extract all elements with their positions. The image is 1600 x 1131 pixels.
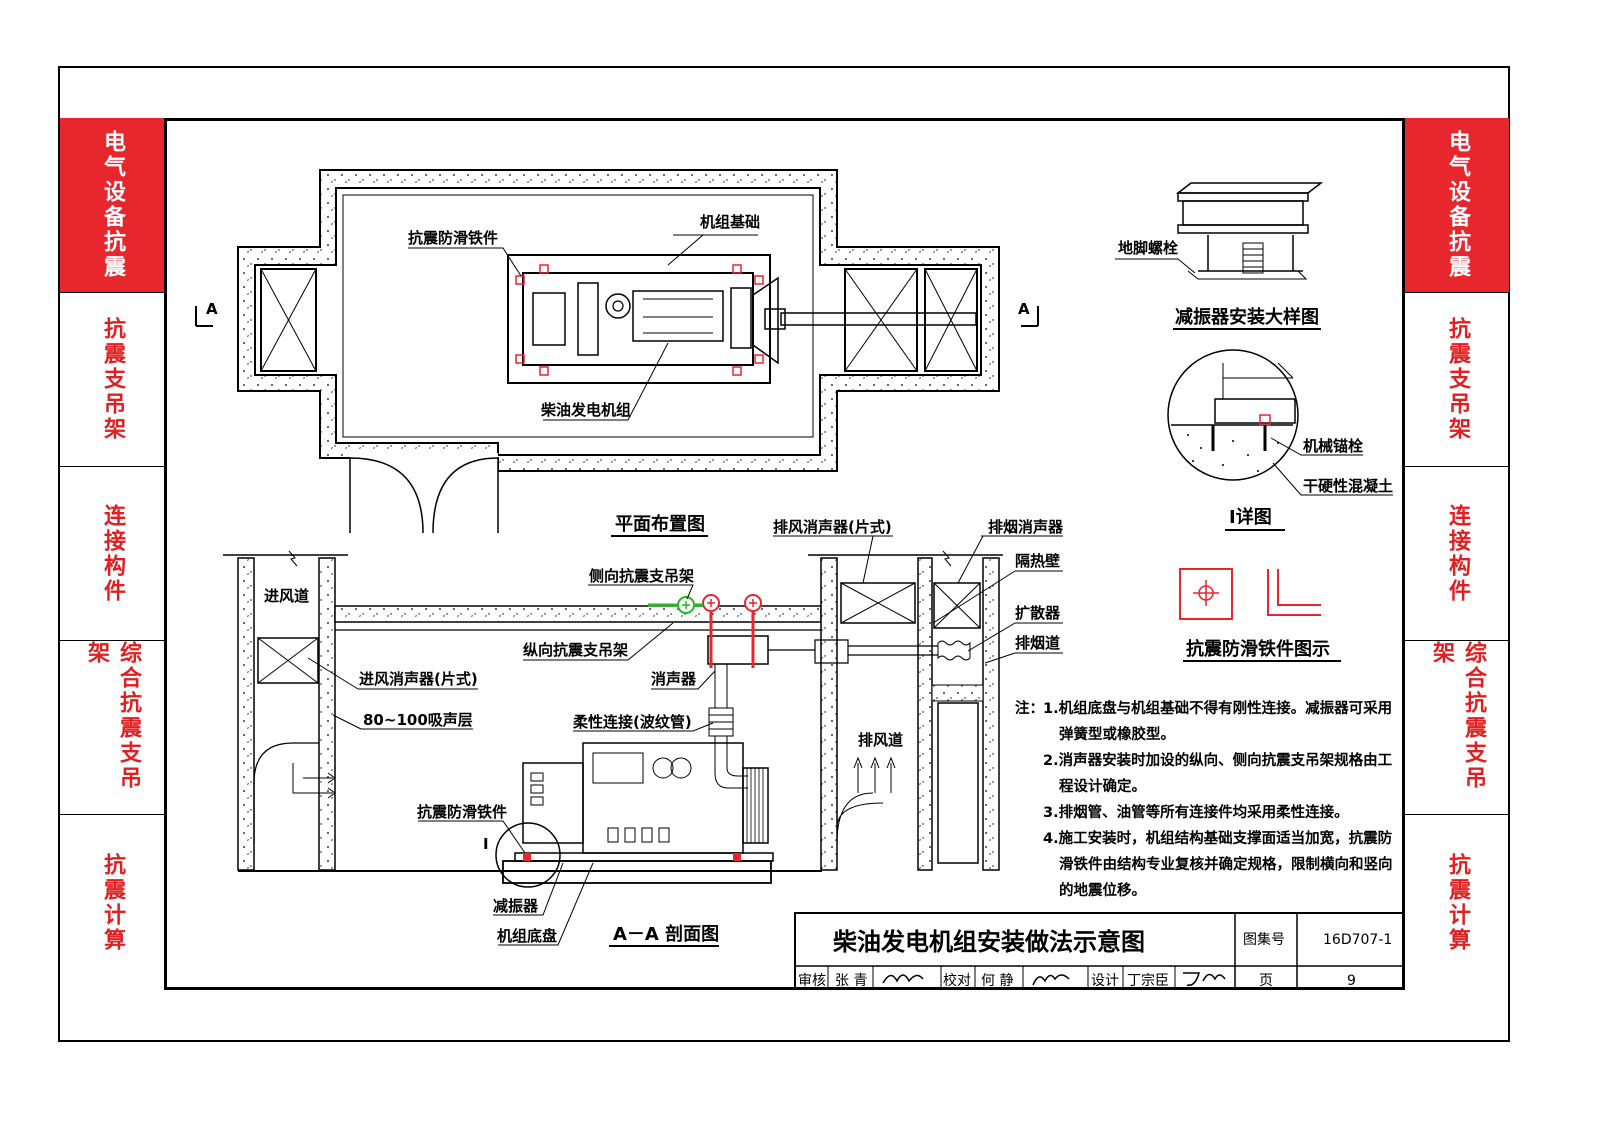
- label-longitudinal-brace: 纵向抗震支吊架: [523, 641, 628, 659]
- tab-connectors[interactable]: 连接构件: [1405, 467, 1509, 641]
- note-line: 弹簧型或橡胶型。: [1059, 725, 1175, 743]
- note-line: 1.机组底盘与机组基础不得有刚性连接。减振器可采用: [1043, 699, 1392, 717]
- reviewer-signature: [882, 974, 924, 984]
- damper-bolt-label: 地脚螺栓: [1118, 239, 1178, 257]
- label-smoke-silencer: 排烟消声器: [988, 518, 1064, 536]
- check-label: 校对: [943, 972, 971, 987]
- label-absorb-layer: 80~100吸声层: [363, 711, 473, 729]
- detail-concrete-label: 干硬性混凝土: [1303, 477, 1393, 495]
- plan-label-genset: 柴油发电机组: [540, 401, 631, 419]
- plan-title: 平面布置图: [615, 513, 705, 535]
- tab-label: 抗震计算: [1445, 852, 1470, 953]
- drawing-area: A A 抗震防滑铁件 机组基础 柴油发电机组 平面布置图: [164, 118, 1409, 994]
- notes: 注： 1.机组底盘与机组基础不得有刚性连接。减振器可采用 弹簧型或橡胶型。 2.…: [1015, 699, 1393, 899]
- label-lateral-brace: 侧向抗震支吊架: [589, 567, 694, 585]
- label-silencer: 消声器: [651, 670, 697, 688]
- note-line: 的地震位移。: [1059, 881, 1146, 899]
- tab-connectors[interactable]: 连接构件: [60, 467, 164, 641]
- section-detail-mark: I: [483, 835, 489, 853]
- tab-combined-hangers[interactable]: 综合抗震支吊架: [1405, 641, 1509, 815]
- section-mark-left: A: [206, 300, 218, 318]
- review-label: 审核: [798, 973, 826, 987]
- detail-i: 机械锚栓 干硬性混凝土 I详图: [1167, 349, 1393, 531]
- label-anti-slip-section: 抗震防滑铁件: [417, 803, 507, 821]
- anti-slip-legend-title: 抗震防滑铁件图示: [1186, 638, 1330, 660]
- section-view: I 进风道 进风消声器(片式) 80~100吸声层 侧向抗震支吊架 纵向抗震支吊…: [223, 518, 1064, 947]
- label-intake-silencer: 进风消声器(片式): [359, 670, 478, 688]
- checker-name: 何 静: [981, 973, 1013, 987]
- tab-label: 综合抗震支吊架: [1429, 641, 1486, 791]
- design-label: 设计: [1091, 973, 1119, 987]
- tab-seismic-calc[interactable]: 抗震计算: [1405, 815, 1509, 990]
- anti-slip-markers-plan: [515, 264, 764, 376]
- label-damper: 减振器: [493, 897, 539, 915]
- damper-detail-title: 减振器安装大样图: [1175, 306, 1319, 328]
- checker-signature: [1032, 974, 1070, 986]
- label-smoke-duct: 排烟道: [1015, 634, 1060, 652]
- note-line: 3.排烟管、油管等所有连接件均采用柔性连接。: [1043, 803, 1349, 821]
- plan-label-anti-slip: 抗震防滑铁件: [408, 229, 498, 247]
- page-number: 9: [1347, 973, 1356, 987]
- tab-label: 抗震计算: [100, 852, 125, 953]
- drawing-sheet-border: [58, 66, 1510, 1042]
- section-title: A－A 剖面图: [613, 923, 719, 945]
- section-mark-right: A: [1018, 300, 1030, 318]
- tab-seismic-hangers[interactable]: 抗震支吊架: [60, 293, 164, 467]
- designer-signature: [1183, 972, 1226, 986]
- tab-seismic-calc[interactable]: 抗震计算: [60, 815, 164, 990]
- plan-label-foundation: 机组基础: [700, 213, 760, 231]
- drawing-title: 柴油发电机组安装做法示意图: [832, 928, 1145, 956]
- label-diffuser: 扩散器: [1015, 604, 1061, 622]
- tab-seismic-hangers[interactable]: 抗震支吊架: [1405, 293, 1509, 467]
- atlas-label: 图集号: [1243, 931, 1285, 948]
- tab-label: 连接构件: [100, 503, 125, 604]
- tab-electrical-equipment[interactable]: 电气设备抗震: [60, 118, 164, 293]
- tab-label: 电气设备抗震: [1445, 130, 1470, 280]
- note-line: 2.消声器安装时加设的纵向、侧向抗震支吊架规格由工: [1043, 751, 1393, 769]
- label-base-pan: 机组底盘: [497, 927, 557, 945]
- title-block: 柴油发电机组安装做法示意图 图集号 16D707-1 审核 张 青 校对 何 静…: [794, 912, 1409, 994]
- detail-anchor-label: 机械锚栓: [1303, 437, 1363, 455]
- left-sidebar: 电气设备抗震 抗震支吊架 连接构件 综合抗震支吊架 抗震计算: [60, 118, 164, 990]
- anti-slip-legend: 抗震防滑铁件图示: [1179, 568, 1341, 662]
- label-intake-duct: 进风道: [264, 587, 309, 605]
- tab-label: 电气设备抗震: [100, 130, 125, 280]
- label-heat-wall: 隔热壁: [1015, 552, 1060, 570]
- tab-electrical-equipment[interactable]: 电气设备抗震: [1405, 118, 1509, 293]
- tab-label: 抗震支吊架: [1445, 317, 1470, 442]
- note-line: 4.施工安装时，机组结构基础支撑面适当加宽，抗震防: [1043, 829, 1393, 847]
- plan-view: A A 抗震防滑铁件 机组基础 柴油发电机组 平面布置图: [195, 169, 1039, 537]
- notes-prefix: 注：: [1015, 699, 1044, 717]
- installation-drawing: A A 抗震防滑铁件 机组基础 柴油发电机组 平面布置图: [195, 169, 1409, 994]
- detail-i-title: I详图: [1229, 506, 1272, 528]
- reviewer-name: 张 青: [835, 973, 867, 987]
- tab-label: 综合抗震支吊架: [84, 641, 141, 791]
- atlas-number: 16D707-1: [1323, 932, 1392, 948]
- damper-detail: 地脚螺栓 减振器安装大样图: [1115, 182, 1324, 330]
- label-exhaust-duct: 排风道: [858, 731, 903, 749]
- note-line: 程设计确定。: [1059, 777, 1146, 795]
- page-label: 页: [1259, 973, 1273, 987]
- label-exhaust-silencer-plate: 排风消声器(片式): [773, 518, 892, 536]
- tab-label: 连接构件: [1445, 503, 1470, 604]
- note-line: 滑铁件由结构专业复核并确定规格，限制横向和竖向: [1059, 855, 1393, 873]
- designer-name: 丁宗臣: [1127, 973, 1169, 987]
- tab-combined-hangers[interactable]: 综合抗震支吊架: [60, 641, 164, 815]
- label-flex-conn: 柔性连接(波纹管): [573, 713, 692, 731]
- right-sidebar: 电气设备抗震 抗震支吊架 连接构件 综合抗震支吊架 抗震计算: [1405, 118, 1509, 990]
- tab-label: 抗震支吊架: [100, 317, 125, 442]
